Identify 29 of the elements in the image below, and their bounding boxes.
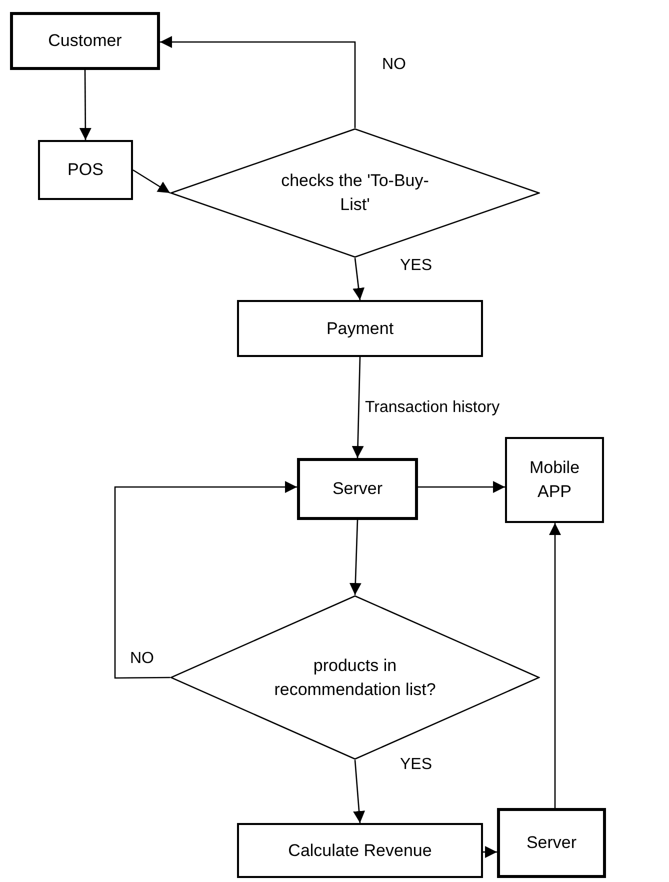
process-box [505,437,604,523]
node-label: Server [525,832,578,854]
arrow [79,70,92,140]
node-label: Server [331,478,384,500]
arrow [160,36,356,128]
arrow [132,169,170,194]
process-box [237,823,483,878]
edge-label: Transaction history [365,398,500,418]
decision-diamond [170,128,540,258]
arrow [352,258,365,300]
node-label: products in recommendation list? [273,654,437,700]
arrow [114,481,297,679]
process-box [297,458,418,520]
process-box [237,300,483,357]
node-label: POS [66,159,104,181]
process-box [38,140,133,200]
arrow [549,523,561,808]
arrow [352,356,364,458]
node-label: Payment [325,318,395,340]
process-box [10,12,160,70]
arrow [349,520,362,596]
process-box [497,808,606,878]
arrow [353,760,366,824]
node-label: checks the 'To-Buy-List' [280,170,430,216]
arrow [483,846,497,858]
arrow [418,481,505,493]
node-label: Customer [47,30,123,52]
node-label: Calculate Revenue [287,840,433,862]
node-label: Mobile APP [528,457,581,503]
